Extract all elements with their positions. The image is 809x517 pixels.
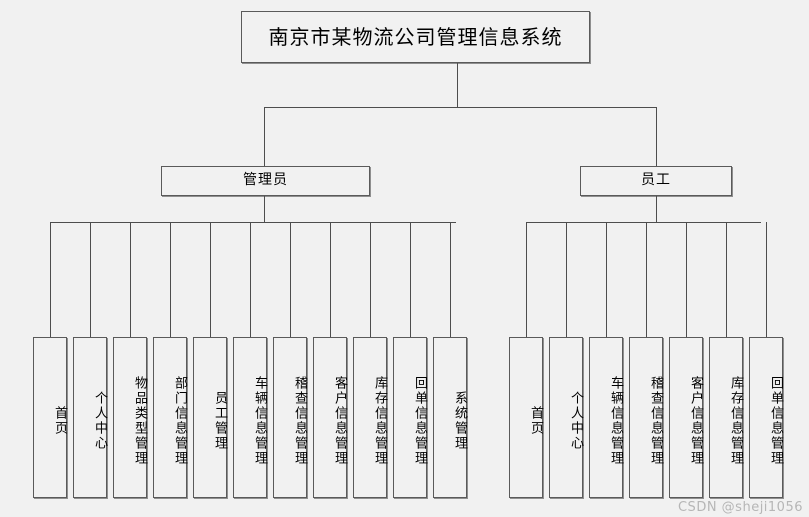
connector-admin-stem [264,196,265,222]
connector-admin-leaf-6 [250,222,251,337]
connector-staff-leaf-4 [646,222,647,337]
root-node-system-title: 南京市某物流公司管理信息系统 [241,11,590,63]
leaf-node-admin-5[interactable]: 员工管理 [193,337,227,498]
connector-staff-leaf-6 [726,222,727,337]
connector-staff-stem [656,196,657,222]
leaf-node-staff-7[interactable]: 回单信息管理 [749,337,783,498]
watermark-label: CSDN @sheji1056 [677,500,803,515]
connector-admin-leaf-9 [370,222,371,337]
leaf-node-staff-3[interactable]: 车辆信息管理 [589,337,623,498]
connector-admin-leaf-7 [290,222,291,337]
connector-admin-leaf-4 [170,222,171,337]
connector-admin-bus [50,222,456,223]
connector-top-bus [264,107,656,108]
connector-to-admin [264,107,265,166]
connector-admin-leaf-5 [210,222,211,337]
connector-staff-bus [526,222,761,223]
connector-admin-leaf-2 [90,222,91,337]
leaf-node-staff-5[interactable]: 客户信息管理 [669,337,703,498]
connector-root-stem [457,63,458,107]
connector-admin-leaf-10 [410,222,411,337]
connector-admin-leaf-3 [130,222,131,337]
leaf-node-admin-9[interactable]: 库存信息管理 [353,337,387,498]
leaf-node-admin-2[interactable]: 个人中心 [73,337,107,498]
connector-staff-leaf-5 [686,222,687,337]
connector-staff-leaf-2 [566,222,567,337]
leaf-node-staff-4[interactable]: 稽查信息管理 [629,337,663,498]
leaf-node-admin-3[interactable]: 物品类型管理 [113,337,147,498]
connector-admin-leaf-8 [330,222,331,337]
connector-admin-leaf-1 [50,222,51,337]
connector-staff-leaf-3 [606,222,607,337]
leaf-node-admin-8[interactable]: 客户信息管理 [313,337,347,498]
leaf-node-admin-6[interactable]: 车辆信息管理 [233,337,267,498]
leaf-node-admin-1[interactable]: 首页 [33,337,67,498]
leaf-node-staff-2[interactable]: 个人中心 [549,337,583,498]
leaf-node-admin-7[interactable]: 稽查信息管理 [273,337,307,498]
leaf-node-staff-6[interactable]: 库存信息管理 [709,337,743,498]
leaf-node-admin-11[interactable]: 系统管理 [433,337,467,498]
connector-to-staff [656,107,657,166]
role-node-staff[interactable]: 员工 [580,166,732,196]
connector-admin-leaf-11 [450,222,451,337]
connector-staff-leaf-1 [526,222,527,337]
connector-staff-leaf-7 [766,222,767,337]
leaf-node-staff-1[interactable]: 首页 [509,337,543,498]
leaf-node-admin-4[interactable]: 部门信息管理 [153,337,187,498]
role-node-admin[interactable]: 管理员 [161,166,370,196]
leaf-node-admin-10[interactable]: 回单信息管理 [393,337,427,498]
